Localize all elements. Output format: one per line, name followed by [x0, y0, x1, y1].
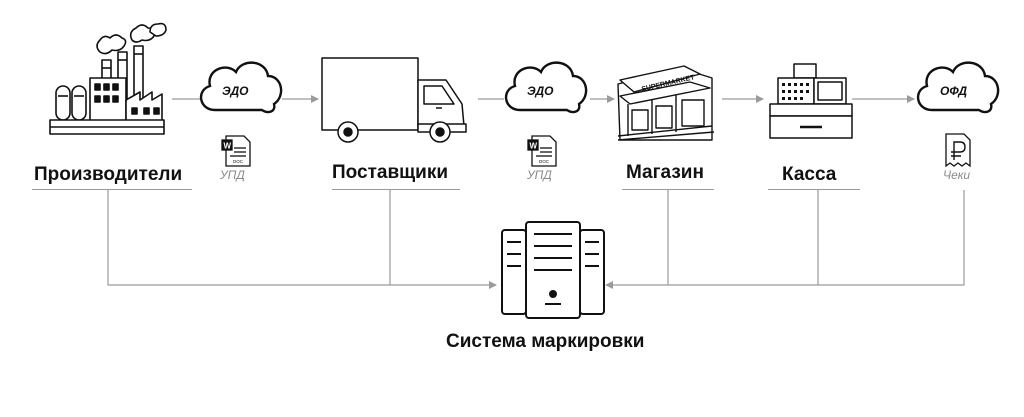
node-label-suppliers: Поставщики: [332, 162, 449, 183]
svg-text:DOC: DOC: [539, 159, 550, 164]
cloud-icon-ofd: [917, 61, 1000, 114]
cloud-label-edo-2: ЭДО: [527, 84, 554, 98]
cloud-label-edo-1: ЭДО: [222, 84, 249, 98]
underline-cashier: [768, 189, 860, 190]
truck-icon: [321, 57, 467, 143]
node-label-marking-system: Система маркировки: [446, 331, 645, 352]
supermarket-icon: SUPERMARKET: [617, 65, 715, 141]
cash-register-icon: [769, 63, 853, 139]
doc-caption-upd-2: УПД: [527, 168, 552, 182]
doc-caption-receipts: Чеки: [943, 168, 971, 182]
cloud-icon-edo-1: [200, 61, 283, 114]
doc-caption-upd-1: УПД: [220, 168, 245, 182]
node-label-store: Магазин: [626, 162, 704, 183]
server-icon: [501, 221, 605, 319]
system-connectors: [107, 190, 965, 289]
underline-suppliers: [332, 189, 460, 190]
factory-icon: [49, 22, 167, 135]
cloud-icon-edo-2: [505, 61, 588, 114]
ruble-receipt-icon: [945, 133, 971, 168]
svg-text:W: W: [530, 142, 538, 151]
node-label-cashier: Касса: [782, 164, 837, 185]
word-document-icon-2: W DOC: [527, 135, 557, 167]
word-document-icon-1: W DOC: [221, 135, 251, 167]
svg-text:W: W: [224, 142, 232, 151]
underline-producers: [32, 189, 192, 190]
svg-text:DOC: DOC: [233, 159, 244, 164]
underline-store: [622, 189, 714, 190]
node-label-producers: Производители: [34, 164, 183, 185]
cloud-label-ofd: ОФД: [940, 84, 968, 98]
